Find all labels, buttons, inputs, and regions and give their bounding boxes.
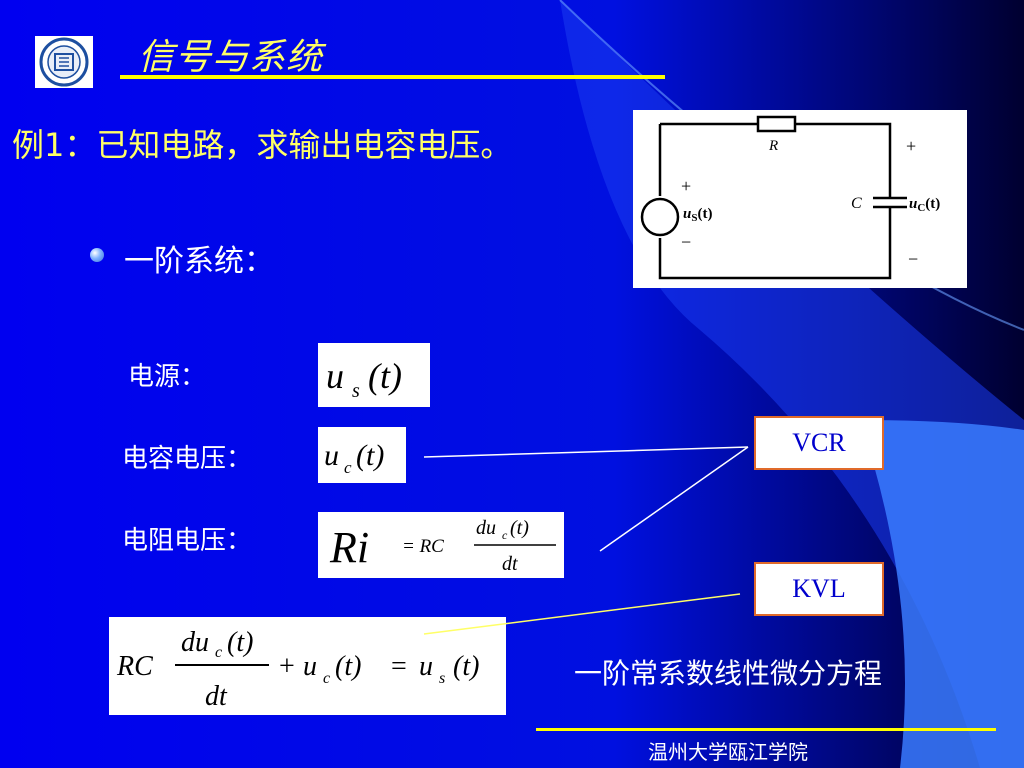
bullet-icon	[90, 248, 104, 262]
svg-text:(t): (t)	[510, 517, 529, 539]
svg-text:= RC: = RC	[402, 536, 444, 557]
svg-text:s: s	[352, 380, 360, 402]
cap-plus: +	[906, 136, 916, 156]
formula-resistor-voltage: Ri = RC du c (t) dt	[318, 512, 564, 578]
resistor-label: R	[768, 138, 778, 154]
label-capacitor-voltage: 电容电压：	[122, 444, 253, 474]
svg-text:u: u	[303, 651, 317, 682]
svg-text:c: c	[502, 528, 508, 542]
svg-text:(t): (t)	[356, 439, 384, 472]
slide-title: 信号与系统	[138, 37, 324, 78]
capacitor-label: C	[851, 195, 862, 212]
svg-text:du: du	[476, 517, 496, 539]
svg-text:u: u	[324, 439, 339, 472]
svg-text:(t): (t)	[453, 651, 479, 682]
svg-text:c: c	[323, 670, 330, 687]
svg-text:RC: RC	[116, 651, 153, 682]
svg-text:+: +	[279, 651, 295, 682]
svg-text:du: du	[181, 627, 209, 658]
equation-type-note: 一阶常系数线性微分方程	[574, 657, 883, 690]
vcr-box: VCR	[754, 416, 884, 470]
source-minus: −	[681, 232, 691, 252]
svg-text:s: s	[439, 670, 445, 687]
circuit-diagram: R C + − + − uS(t) uC(t)	[633, 110, 967, 288]
source-plus: +	[681, 176, 691, 196]
university-logo	[35, 36, 93, 88]
label-source: 电源：	[128, 362, 207, 392]
cap-minus: −	[908, 249, 918, 269]
footer-institution: 温州大学瓯江学院	[648, 740, 808, 764]
formula-source-voltage: u s (t)	[318, 343, 430, 407]
label-resistor-voltage: 电阻电压：	[122, 526, 253, 556]
title-underline	[120, 75, 665, 79]
svg-text:Ri: Ri	[329, 523, 369, 572]
kvl-box: KVL	[754, 562, 884, 616]
logo-seal-icon	[39, 37, 89, 87]
svg-text:u: u	[326, 356, 344, 396]
source-voltage-label: uS(t)	[683, 206, 712, 224]
footer-underline	[536, 728, 996, 731]
svg-text:(t): (t)	[227, 627, 253, 658]
svg-text:c: c	[215, 644, 222, 661]
svg-text:u: u	[419, 651, 433, 682]
svg-text:dt: dt	[502, 553, 518, 575]
bullet-first-order-system: 一阶系统：	[124, 244, 274, 279]
svg-text:c: c	[344, 458, 352, 477]
example-statement: 例1：已知电路，求输出电容电压。	[12, 126, 513, 164]
svg-text:=: =	[391, 651, 407, 682]
svg-text:(t): (t)	[368, 356, 402, 396]
svg-text:dt: dt	[205, 681, 228, 712]
svg-text:(t): (t)	[335, 651, 361, 682]
formula-differential-equation: RC du c (t) dt + u c (t) = u s (t)	[109, 617, 506, 715]
capacitor-voltage-label: uC(t)	[909, 196, 940, 214]
formula-capacitor-voltage: u c (t)	[318, 427, 406, 483]
